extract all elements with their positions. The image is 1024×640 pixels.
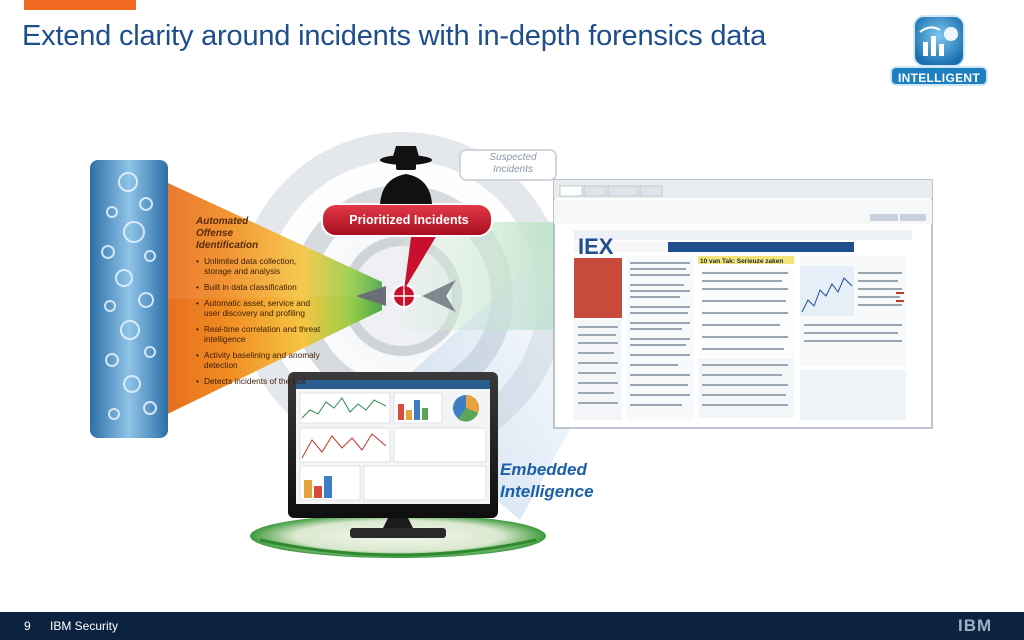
- suspected-line: Incidents: [492, 164, 534, 175]
- embedded-line: Embedded: [500, 460, 587, 479]
- forensics-website: [553, 179, 933, 429]
- embedded-line: Intelligence: [500, 482, 594, 501]
- suspected-incidents-box: [459, 149, 557, 181]
- embedded-intelligence-label: Embedded Intelligence: [500, 459, 594, 503]
- funnel-bullet: Real-time correlation and threat intelli…: [196, 324, 321, 344]
- slide-title: Extend clarity around incidents with in-…: [22, 20, 767, 52]
- suspected-line: Suspected: [489, 152, 537, 163]
- funnel-bullet: Unlimited data collection, storage and a…: [196, 256, 321, 276]
- funnel-bullet-list: Unlimited data collection, storage and a…: [196, 256, 321, 392]
- funnel-bullet: Built in data classification: [196, 282, 321, 292]
- callout-pointer: [404, 230, 440, 290]
- left-arrow: [356, 286, 386, 306]
- funnel-heading: Automated Offense Identification: [196, 216, 258, 252]
- funnel-bullet: Automatic asset, service and user discov…: [196, 298, 321, 318]
- footer-bar: [0, 612, 1024, 640]
- website-logo: IEX: [578, 234, 614, 259]
- funnel-bullet: Detects incidents of the box: [196, 376, 321, 386]
- intelligent-label: INTELLIGENT: [890, 66, 988, 86]
- top-accent-bar: [24, 0, 136, 10]
- ibm-logo: IBM: [958, 616, 993, 635]
- funnel-bullet: Activity baselining and anomaly detectio…: [196, 350, 321, 370]
- hacker-icon: [380, 146, 432, 204]
- footer-brand: IBM Security: [50, 619, 119, 633]
- funnel-heading-line: Identification: [196, 240, 259, 251]
- suspected-incidents-label: Suspected Incidents: [466, 152, 560, 176]
- page-number: 9: [24, 619, 31, 633]
- funnel-heading-line: Automated: [196, 216, 249, 227]
- data-bubbles: [101, 172, 157, 420]
- prioritized-incidents-label: Prioritized Incidents: [349, 213, 469, 227]
- target-icon: [388, 280, 420, 312]
- data-stream-icon: [90, 160, 168, 438]
- funnel-heading-line: Offense: [196, 228, 234, 239]
- right-arrow: [422, 280, 456, 312]
- monitor: [288, 372, 498, 538]
- intelligent-badge: INTELLIGENT: [890, 14, 988, 90]
- website-headline: 10 van Tak: Serieuze zaken: [700, 258, 783, 265]
